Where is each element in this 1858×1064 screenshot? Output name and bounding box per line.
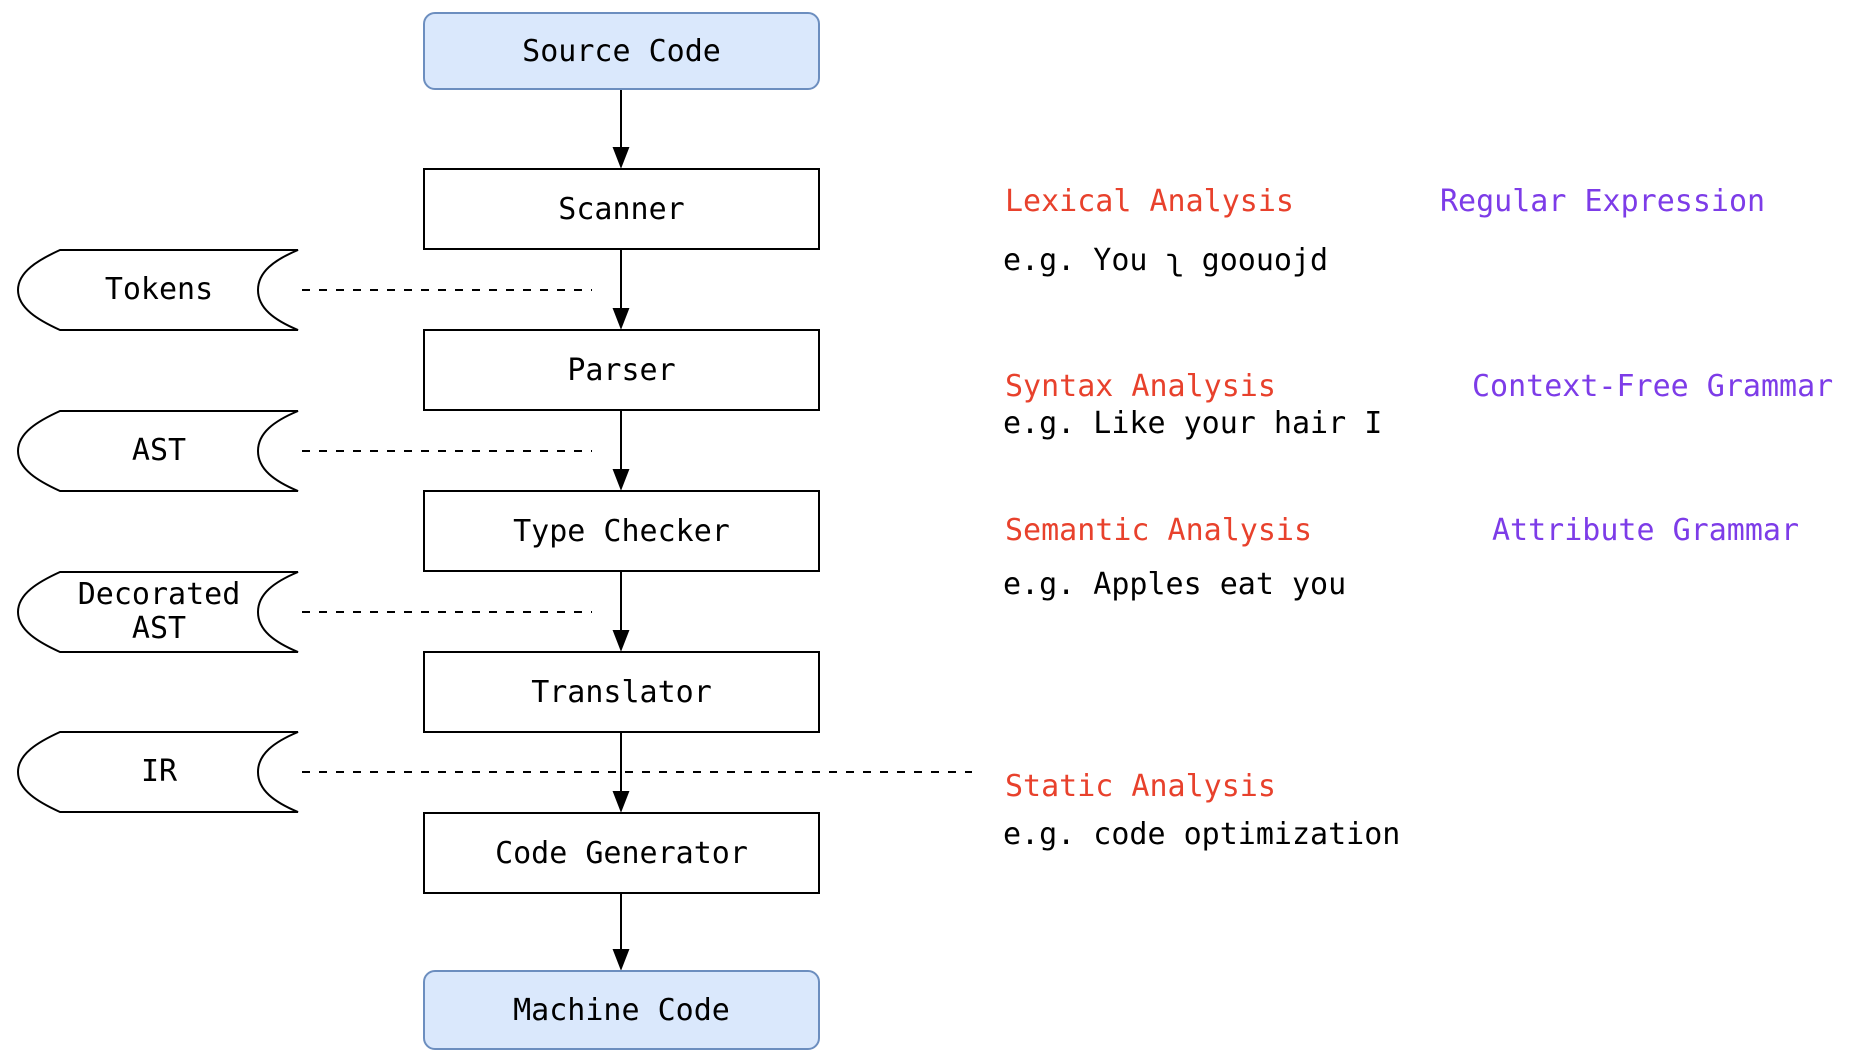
stage-box-translator: Translator bbox=[423, 651, 820, 733]
stage-label: Code Generator bbox=[495, 835, 748, 871]
formalism-attribute-grammar: Attribute Grammar bbox=[1492, 513, 1800, 548]
phase-label-lexical-analysis: Lexical Analysis bbox=[1005, 184, 1294, 219]
phase-label-syntax-analysis: Syntax Analysis bbox=[1005, 369, 1276, 404]
formalism-context-free-grammar: Context-Free Grammar bbox=[1472, 369, 1834, 404]
stage-label: Parser bbox=[567, 352, 676, 388]
phase-label-static-analysis: Static Analysis bbox=[1005, 769, 1276, 804]
example-semantic: e.g. Apples eat you bbox=[1003, 567, 1347, 602]
artifact-decorated-ast: Decorated AST bbox=[77, 576, 241, 646]
stage-box-type-checker: Type Checker bbox=[423, 490, 820, 572]
stage-box-code-generator: Code Generator bbox=[423, 812, 820, 894]
stage-box-parser: Parser bbox=[423, 329, 820, 411]
artifact-ast: AST bbox=[131, 432, 187, 468]
artifact-shape bbox=[16, 249, 299, 813]
dashed-connector bbox=[302, 289, 972, 773]
formalism-regular-expression: Regular Expression bbox=[1440, 184, 1766, 219]
flow-arrow bbox=[612, 90, 630, 971]
stage-label: Type Checker bbox=[513, 513, 730, 549]
stage-label: Translator bbox=[531, 674, 712, 710]
stage-box-source-code: Source Code bbox=[423, 12, 820, 90]
example-lexical: e.g. You ʅ goouojd bbox=[1003, 243, 1329, 278]
stage-label: Source Code bbox=[522, 33, 721, 69]
artifact-ir: IR bbox=[140, 753, 178, 789]
stage-label: Machine Code bbox=[513, 992, 730, 1028]
artifact-tokens: Tokens bbox=[104, 271, 214, 307]
example-static: e.g. code optimization bbox=[1003, 817, 1401, 852]
example-syntax: e.g. Like your hair I bbox=[1003, 406, 1383, 441]
stage-label: Scanner bbox=[558, 191, 685, 227]
phase-label-semantic-analysis: Semantic Analysis bbox=[1005, 513, 1313, 548]
stage-box-machine-code: Machine Code bbox=[423, 970, 820, 1050]
stage-box-scanner: Scanner bbox=[423, 168, 820, 250]
